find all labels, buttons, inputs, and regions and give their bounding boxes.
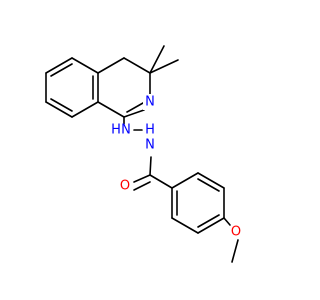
atom-label-n-ring: N	[145, 95, 155, 110]
aromatic-inner-bond	[197, 214, 220, 228]
bond	[45, 57, 73, 74]
atom-label-n-hydrazine-2: N	[145, 138, 155, 153]
bond	[123, 57, 151, 74]
methyl-bond	[231, 239, 239, 263]
atom-label-o-carbonyl: O	[120, 179, 130, 194]
bond	[197, 217, 225, 234]
bond	[171, 217, 199, 234]
bond	[71, 101, 99, 118]
aromatic-inner-bond	[50, 63, 73, 77]
dihydro-ring	[97, 45, 179, 118]
atom-label-h-1: H	[111, 123, 121, 138]
bond	[149, 156, 152, 176]
fused-benzene-ring	[45, 57, 99, 118]
hydrazide-linker	[123, 116, 173, 191]
methyl-bond	[149, 45, 165, 74]
methoxyphenyl-ring	[171, 172, 239, 263]
atom-labels: N H N N H O O	[111, 94, 241, 240]
bond	[123, 109, 145, 118]
bond	[71, 57, 99, 74]
carbonyl-double-bond	[133, 181, 151, 191]
atom-label-n-hydrazine-1: N	[121, 123, 131, 138]
bond	[197, 172, 225, 189]
chemical-structure: N H N N H O O	[45, 45, 241, 263]
imine-double-bond	[126, 102, 144, 113]
bond	[223, 217, 231, 226]
methyl-bond	[149, 59, 179, 74]
bond	[97, 57, 125, 74]
bond	[149, 174, 173, 189]
bond	[171, 172, 199, 189]
aromatic-inner-bond	[50, 98, 73, 112]
carbonyl-double-bond	[133, 174, 151, 183]
aromatic-inner-bond	[197, 178, 220, 192]
bond	[45, 101, 73, 118]
atom-label-o-methoxy: O	[231, 225, 241, 240]
atom-label-h-2: H	[145, 123, 155, 138]
bond	[97, 101, 125, 118]
